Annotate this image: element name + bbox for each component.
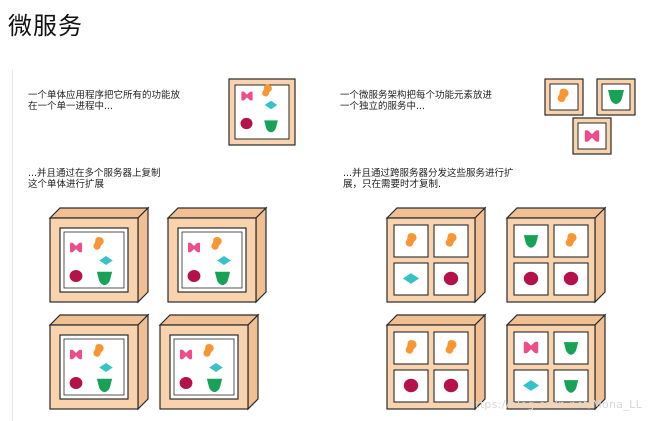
watermark-text: https://blog.csdn.net/Mona_LL [467, 398, 642, 411]
microservice-green [596, 78, 636, 116]
crimson-circle-icon [403, 378, 419, 393]
slide-divider [12, 70, 13, 421]
crimson-circle-icon [523, 271, 539, 286]
crimson-circle-icon [69, 270, 83, 282]
crimson-circle-icon [240, 117, 253, 130]
crimson-circle-icon [443, 271, 459, 286]
microservice-server-3 [385, 313, 487, 411]
crimson-circle-icon [563, 271, 579, 286]
monolith-server-1 [48, 206, 150, 304]
microservice-server-2 [505, 206, 607, 304]
monolith-server-2 [166, 206, 268, 304]
monolith-single [228, 78, 296, 146]
page-title: 微服务 [8, 12, 83, 40]
caption-microservice-scale: ...并且通过跨服务器分发这些服务进行扩 展，只在需要时才复制. [343, 168, 514, 190]
crimson-circle-icon [69, 377, 83, 389]
crimson-circle-icon [443, 378, 459, 393]
monolith-server-4 [158, 313, 260, 411]
microservice-server-1 [385, 206, 487, 304]
crimson-circle-icon [179, 377, 193, 389]
microservice-server-4 [505, 313, 607, 411]
crimson-circle-icon [187, 270, 201, 282]
caption-monolith-scale: ...并且通过在多个服务器上复制 这个单体进行扩展 [28, 168, 161, 190]
microservice-pink [572, 117, 612, 155]
caption-monolith-intro: 一个单体应用程序把它所有的功能放 在一个单一进程中... [28, 90, 181, 112]
monolith-server-3 [48, 313, 150, 411]
caption-microservice-intro: 一个微服务架构把每个功能元素放进 一个独立的服务中... [340, 90, 493, 112]
microservice-orange [544, 78, 584, 116]
